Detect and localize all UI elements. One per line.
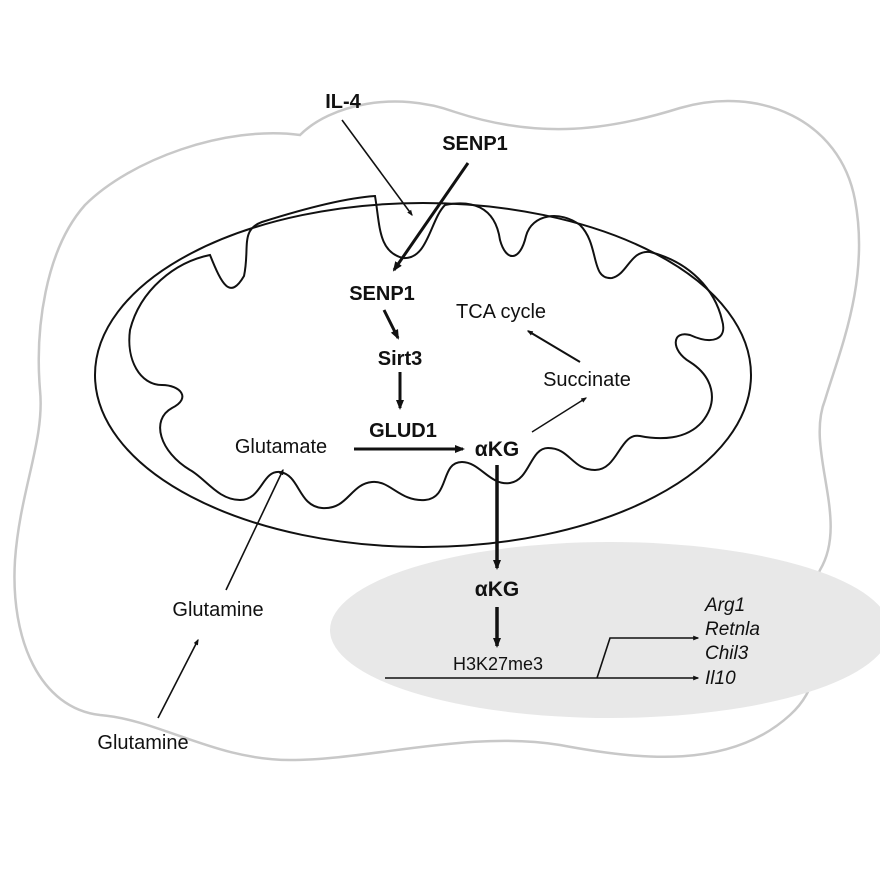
akg-mitochondrion-label: αKG bbox=[475, 438, 519, 461]
gene-label-il10: Il10 bbox=[705, 668, 736, 689]
gene-label-chil3: Chil3 bbox=[705, 643, 749, 664]
il4-label: IL-4 bbox=[325, 91, 361, 113]
arrow-akg-to-succinate bbox=[531, 397, 588, 433]
succinate-label: Succinate bbox=[543, 369, 631, 391]
glutamate-label: Glutamate bbox=[235, 436, 327, 458]
arrow-senp1-into-mitochondrion bbox=[392, 162, 470, 272]
sirt3-label: Sirt3 bbox=[378, 348, 422, 370]
glutamine-outside-label: Glutamine bbox=[97, 732, 188, 754]
gene-label-retnla: Retnla bbox=[705, 619, 760, 640]
gene-activation-arrow bbox=[596, 635, 700, 679]
arrow-il4-to-mitochondrion bbox=[341, 119, 413, 216]
arrow-glutamine-to-glutamate bbox=[225, 468, 284, 591]
glutamine-cell-label: Glutamine bbox=[172, 599, 263, 621]
mitochondrion-outer-membrane bbox=[94, 202, 752, 548]
tca-cycle-label: TCA cycle bbox=[456, 301, 546, 323]
arrow-glutamine-import bbox=[157, 638, 199, 719]
nucleus bbox=[330, 542, 880, 718]
akg-nucleus-label: αKG bbox=[475, 578, 519, 601]
h3k27me3-label: H3K27me3 bbox=[453, 654, 543, 674]
senp1-outer-label: SENP1 bbox=[442, 133, 508, 155]
gene-label-arg1: Arg1 bbox=[704, 595, 745, 616]
arrow-senp1-to-sirt3 bbox=[382, 309, 400, 340]
senp1-inner-label: SENP1 bbox=[349, 283, 415, 305]
arrow-succinate-to-tca bbox=[526, 330, 581, 363]
glud1-label: GLUD1 bbox=[369, 420, 437, 442]
